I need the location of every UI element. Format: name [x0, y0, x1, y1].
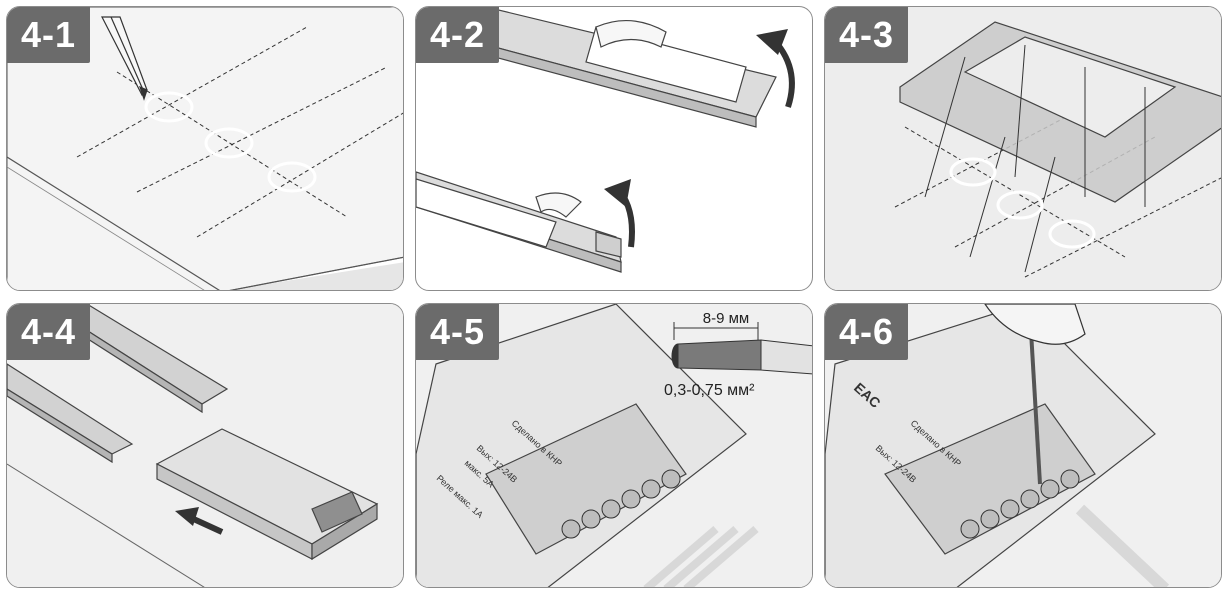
step-panel-4-1: 4-1 [6, 6, 404, 291]
controller-device [825, 304, 1156, 587]
mark-circle-2 [204, 127, 254, 159]
mounting-strip-bottom [416, 171, 622, 273]
mounting-strip-lower [7, 363, 134, 464]
screwdriver-icon [984, 304, 1086, 485]
step-panel-4-2: 4-2 [415, 6, 813, 291]
step-label: 4-1 [7, 7, 91, 63]
step-label: 4-3 [825, 7, 909, 63]
stripped-wire-detail [671, 322, 812, 375]
mounting-template [899, 21, 1221, 203]
step-4-6-illustration: EAC Сделано в КНР Вых: 12-24В [825, 304, 1221, 587]
step-panel-4-6: EAC Сделано в КНР Вых: 12-24В 4-6 [824, 303, 1222, 588]
step-4-1-illustration [7, 7, 403, 290]
controller-device [155, 428, 379, 561]
controller-device [416, 304, 747, 587]
step-4-3-illustration [825, 7, 1221, 290]
terminal-block [561, 469, 681, 539]
step-label: 4-2 [416, 7, 500, 63]
step-panel-4-4: 4-4 [6, 303, 404, 588]
inserted-wire [1075, 504, 1170, 587]
step-panel-4-3: 4-3 [824, 6, 1222, 291]
step-4-4-illustration [7, 304, 403, 587]
cross-section-label: 0,3-0,75 мм² [664, 382, 755, 399]
step-label: 4-5 [416, 304, 500, 360]
mounting-strip-top [475, 7, 777, 128]
mark-circle-3 [267, 161, 317, 193]
mark-circle-1 [144, 91, 194, 123]
step-label: 4-6 [825, 304, 909, 360]
wire-bundle [643, 525, 759, 587]
step-label: 4-4 [7, 304, 91, 360]
step-4-5-illustration: Сделано в КНР Вых: 12-24В макс. 5А Реле … [416, 304, 812, 587]
step-4-2-illustration [416, 7, 795, 273]
pencil-icon [101, 16, 148, 101]
strip-length-label: 8-9 мм [702, 310, 750, 327]
terminal-block [960, 469, 1080, 539]
step-panel-4-5: Сделано в КНР Вых: 12-24В макс. 5А Реле … [415, 303, 813, 588]
slide-arrow-icon [175, 507, 224, 535]
